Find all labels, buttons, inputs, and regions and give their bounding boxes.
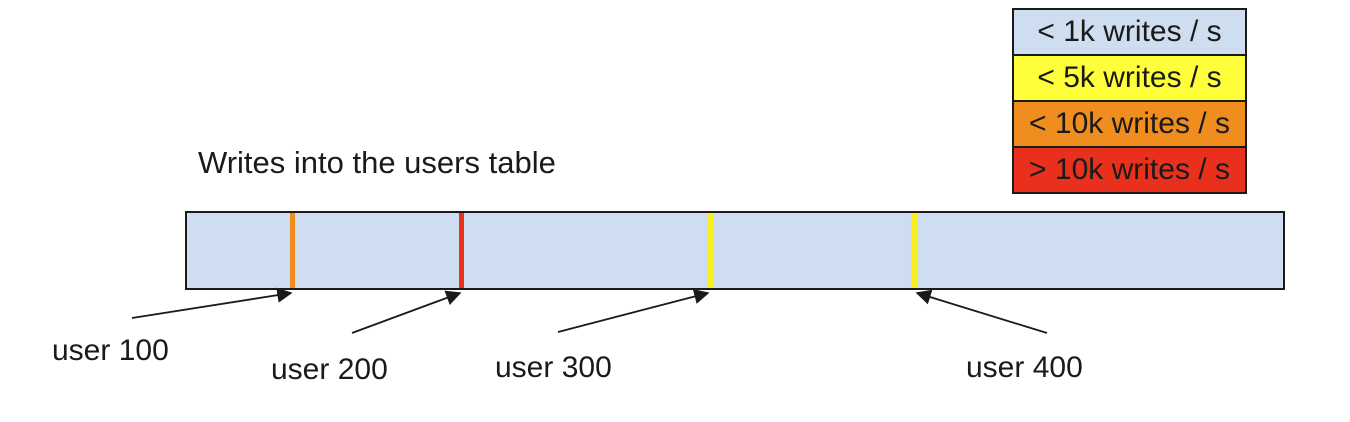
users-table-bar (185, 211, 1285, 290)
legend-item-1: < 5k writes / s (1012, 54, 1247, 102)
user-label-0: user 100 (52, 334, 169, 367)
arrow-2 (557, 289, 710, 333)
write-rate-tick-user-100 (290, 213, 295, 288)
legend-item-0: < 1k writes / s (1012, 8, 1247, 56)
legend-item-label: < 5k writes / s (1037, 61, 1222, 94)
arrow-3 (915, 289, 1048, 334)
legend-item-label: < 10k writes / s (1029, 107, 1230, 140)
arrow-0 (131, 287, 293, 319)
write-rate-tick-user-300 (707, 213, 713, 288)
user-label-2: user 300 (495, 351, 612, 384)
arrow-1 (351, 290, 462, 334)
diagram-title: Writes into the users table (198, 145, 556, 180)
write-rate-tick-user-400 (911, 213, 917, 288)
write-rate-tick-user-200 (459, 213, 464, 288)
user-label-3: user 400 (966, 351, 1083, 384)
legend-item-label: < 1k writes / s (1037, 15, 1222, 48)
legend-item-label: > 10k writes / s (1029, 153, 1230, 186)
legend-item-3: > 10k writes / s (1012, 146, 1247, 194)
legend-item-2: < 10k writes / s (1012, 100, 1247, 148)
user-label-1: user 200 (271, 353, 388, 386)
legend: < 1k writes / s < 5k writes / s < 10k writ… (1012, 8, 1247, 194)
